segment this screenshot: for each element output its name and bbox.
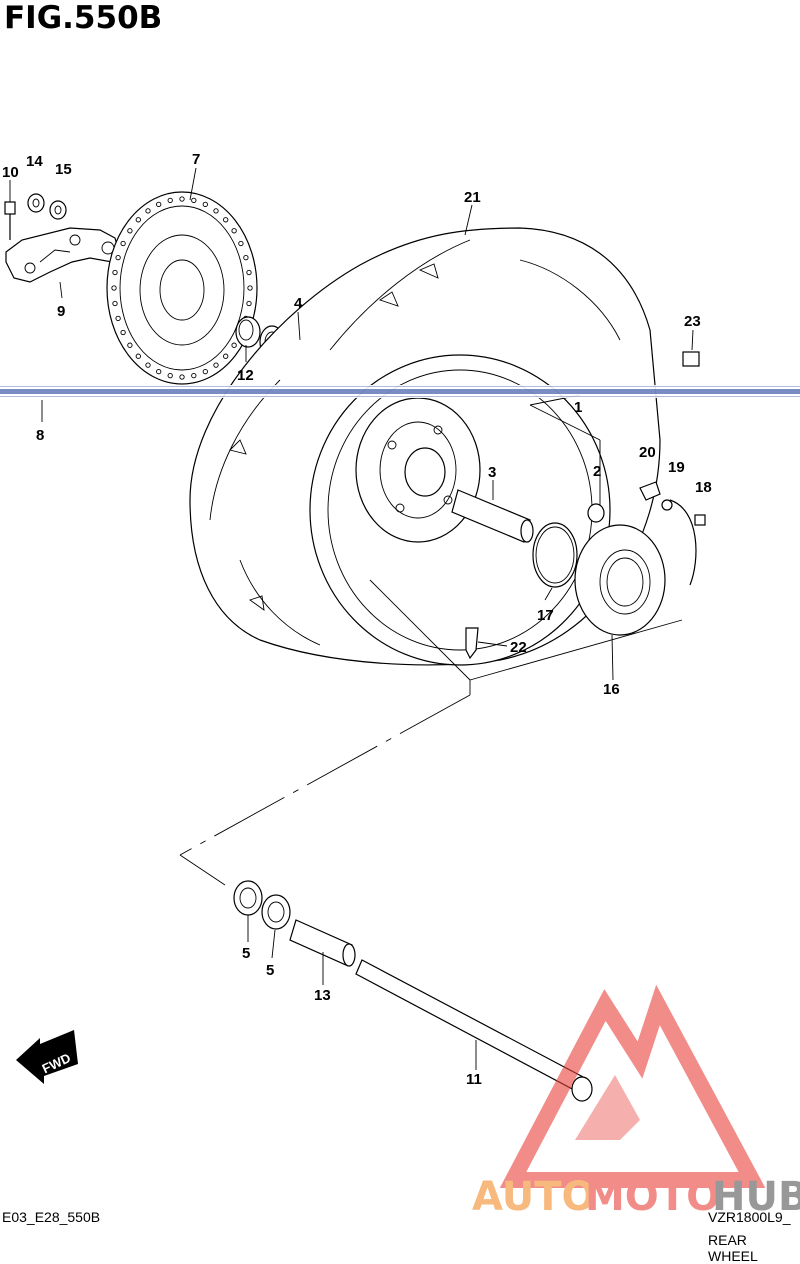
bearing-lower-part [233,880,263,916]
bushing-part [587,503,605,523]
callout-13: 13 [314,987,331,1004]
callout-14: 14 [26,153,43,170]
callout-12: 12 [237,367,254,384]
callout-5a: 5 [242,945,250,962]
callout-15: 15 [55,161,72,178]
sprocket-mount-part [574,524,666,636]
nut-part [27,193,45,213]
disc-hole [120,240,126,247]
disc-hole [167,197,173,204]
o-ring-part [532,522,578,588]
disc-hole [202,201,208,208]
watermark-brand-moto: MOTO [585,1174,720,1220]
callout-17: 17 [537,607,554,624]
callout-4: 4 [294,295,303,312]
callout-9: 9 [57,303,65,320]
disc-hole [120,329,126,336]
callout-8: 8 [36,427,44,444]
disc-hole [246,300,252,307]
disc-hole [167,372,173,379]
callout-5b: 5 [266,962,274,979]
disc-hole [243,254,249,261]
disc-hole [247,285,253,291]
callout-16: 16 [603,681,620,698]
caliper-bracket-part [5,227,121,283]
bearing-lower-part-2 [261,894,291,930]
disc-hole [223,353,229,359]
disc-hole [115,254,121,261]
callout-18: 18 [695,479,712,496]
disc-hole [238,240,244,247]
rear-axle-part [355,959,593,1102]
footer-section: REAR WHEEL [708,1232,758,1264]
disc-hole [111,285,117,291]
forward-direction-arrow: FWD [16,1030,78,1084]
callout-19: 19 [668,459,685,476]
footer-model: VZR1800L9_ [708,1209,791,1225]
figure-title: FIG.550B [4,0,163,36]
center-spacer-part [289,919,356,967]
callout-23: 23 [684,313,701,330]
disc-hole [115,315,121,322]
disc-hole [156,201,162,208]
disc-hole [231,342,237,348]
scan-artifact-band [0,385,800,398]
callout-10: 10 [2,164,19,181]
washer-part [49,200,67,220]
callout-20: 20 [639,444,656,461]
disc-hole [202,368,208,375]
disc-hole [145,208,151,214]
callout-21: 21 [464,189,481,206]
valve-part [465,627,479,660]
callout-1: 1 [574,399,582,416]
leader-lines [41,167,694,1070]
disc-hole [112,269,118,276]
watermark-brand-auto: AUTO [472,1174,596,1220]
snap-ring-part [661,499,697,586]
disc-hole [135,353,141,359]
watermark-logo: AUTO MOTO HUB [472,984,800,1220]
disc-hole [191,372,197,379]
bolt-part [4,180,16,240]
callout-labels: 10 14 15 7 9 21 4 12 23 8 1 3 2 20 19 18… [2,151,712,1088]
disc-hole [246,269,252,276]
callout-11: 11 [466,1071,482,1088]
disc-hole [179,374,185,380]
callout-22: 22 [510,639,527,656]
assembly-guide-lines [179,394,683,886]
disc-hole [213,208,219,214]
cap-part [682,351,700,367]
disc-hole [231,228,237,234]
watermark-brand-hub: HUB [712,1174,800,1220]
disc-hole [112,300,118,307]
callout-2: 2 [593,463,601,480]
footer-code: E03_E28_550B [2,1209,101,1225]
disc-hole [127,228,133,234]
disc-hole [127,342,133,348]
disc-hole [135,217,141,223]
disc-hole [213,362,219,368]
disc-hole [223,217,229,223]
hub-spacer-part [451,489,534,543]
disc-hole [179,196,185,202]
disc-hole [145,362,151,368]
lock-plate-part [639,481,661,501]
brake-disc-part [106,191,258,385]
callout-7: 7 [192,151,200,168]
disc-hole [156,368,162,375]
screw-part [694,514,706,526]
disc-hole [191,197,197,204]
collar-part [235,316,261,348]
callout-3: 3 [488,464,496,481]
